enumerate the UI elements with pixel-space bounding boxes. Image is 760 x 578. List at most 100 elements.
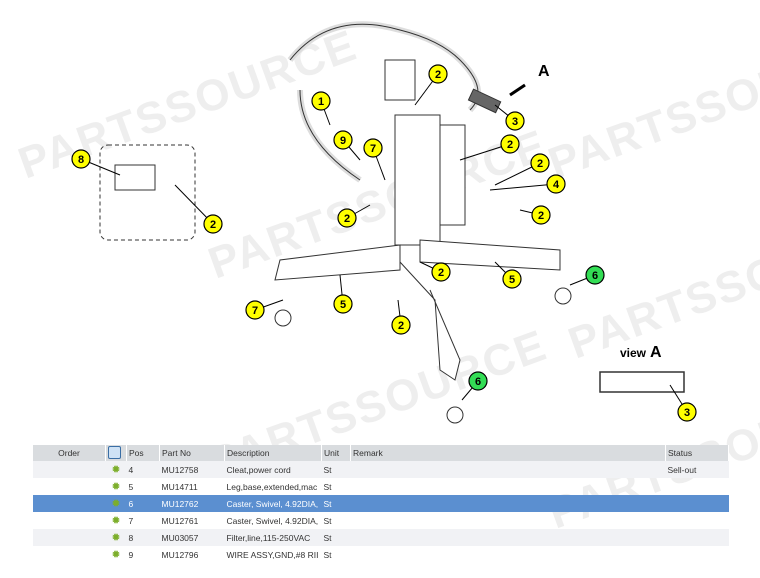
gear-icon[interactable]: ✹ — [111, 498, 121, 510]
callout-7[interactable]: 7 — [363, 138, 383, 158]
callout-3[interactable]: 3 — [677, 402, 697, 422]
callout-3[interactable]: 3 — [505, 111, 525, 131]
callout-circle[interactable] — [391, 315, 411, 335]
callout-2[interactable]: 2 — [531, 205, 551, 225]
callout-number: 2 — [507, 139, 513, 151]
table-row[interactable]: ✹ 8 MU03057 Filter,line,115-250VAC St — [33, 529, 729, 546]
callout-circle[interactable] — [311, 91, 331, 111]
order-cell[interactable] — [33, 461, 106, 478]
col-pos[interactable]: Pos — [126, 445, 160, 461]
col-part-no[interactable]: Part No — [159, 445, 225, 461]
col-status[interactable]: Status — [665, 445, 729, 461]
callout-circle[interactable] — [363, 138, 383, 158]
callout-circle[interactable] — [531, 205, 551, 225]
gear-icon[interactable]: ✹ — [111, 515, 121, 527]
callout-2[interactable]: 2 — [428, 64, 448, 84]
order-cell[interactable] — [33, 512, 106, 529]
remark-cell — [350, 461, 666, 478]
unit-cell: St — [321, 529, 351, 546]
callout-number: 2 — [438, 267, 444, 279]
col-unit[interactable]: Unit — [321, 445, 351, 461]
cell-gear[interactable]: ✹ — [105, 495, 127, 512]
callout-2[interactable]: 2 — [431, 262, 451, 282]
callout-2[interactable]: 2 — [203, 214, 223, 234]
status-cell — [666, 546, 729, 563]
order-cell[interactable] — [33, 529, 106, 546]
part-no-cell: MU03057 — [159, 529, 225, 546]
order-cell[interactable] — [33, 546, 106, 563]
callout-number: 5 — [509, 274, 515, 286]
cell-gear[interactable]: ✹ — [106, 478, 127, 495]
callout-circle[interactable] — [431, 262, 451, 282]
table-header: Order Pos Part No Description Unit Remar… — [33, 445, 729, 461]
remark-cell — [350, 495, 666, 512]
callout-number: 1 — [318, 96, 324, 108]
col-remark[interactable]: Remark — [350, 445, 666, 461]
gear-icon[interactable]: ✹ — [111, 464, 121, 476]
callout-number: 5 — [340, 299, 346, 311]
callout-2[interactable]: 2 — [337, 208, 357, 228]
gear-icon[interactable]: ✹ — [111, 532, 121, 544]
table-row[interactable]: ✹ 6 MU12762 Caster, Swivel, 4.92DIA, St — [33, 495, 729, 512]
cell-gear[interactable]: ✹ — [106, 546, 127, 563]
callout-circle[interactable] — [333, 130, 353, 150]
description-cell: Cleat,power cord — [224, 461, 322, 478]
callout-circle[interactable] — [337, 208, 357, 228]
description-cell: Caster, Swivel, 4.92DIA, — [226, 515, 319, 526]
callout-circle[interactable] — [677, 402, 697, 422]
view-letter: A — [650, 344, 662, 361]
callout-circle[interactable] — [468, 371, 488, 391]
col-description[interactable]: Description — [224, 445, 322, 461]
pos-cell: 5 — [128, 481, 134, 492]
callout-circle[interactable] — [505, 111, 525, 131]
table-row[interactable]: ✹ 5 MU14711 Leg,base,extended,mac St — [33, 478, 729, 495]
callout-circle[interactable] — [585, 265, 605, 285]
gear-icon[interactable]: ✹ — [111, 481, 121, 493]
callout-1[interactable]: 1 — [311, 91, 331, 111]
callout-number: 2 — [210, 219, 216, 231]
callout-circle[interactable] — [428, 64, 448, 84]
callout-circle[interactable] — [333, 294, 353, 314]
callout-5[interactable]: 5 — [333, 294, 353, 314]
pos-cell: 6 — [126, 495, 160, 512]
table-row[interactable]: ✹ 9 MU12796 WIRE ASSY,GND,#8 RII St — [33, 546, 729, 563]
unit-cell: St — [323, 481, 332, 492]
cell-gear[interactable]: ✹ — [106, 512, 127, 529]
callout-7[interactable]: 7 — [245, 300, 265, 320]
unit-cell: St — [321, 461, 351, 478]
callout-circle[interactable] — [502, 269, 522, 289]
gear-icon[interactable]: ✹ — [111, 549, 121, 561]
callout-circle[interactable] — [546, 174, 566, 194]
pos-cell: 9 — [128, 549, 134, 560]
order-cell[interactable] — [33, 495, 106, 512]
remark-cell — [351, 478, 666, 495]
callout-2[interactable]: 2 — [530, 153, 550, 173]
callout-circle[interactable] — [500, 134, 520, 154]
callout-6[interactable]: 6 — [468, 371, 488, 391]
col-order[interactable]: Order — [33, 445, 106, 461]
description-cell: Leg,base,extended,mac — [226, 481, 318, 492]
pos-cell: 4 — [126, 461, 160, 478]
callout-circle[interactable] — [71, 149, 91, 169]
callout-number: 6 — [475, 376, 481, 388]
callout-2[interactable]: 2 — [391, 315, 411, 335]
callout-8[interactable]: 8 — [71, 149, 91, 169]
description-cell: Filter,line,115-250VAC — [224, 529, 322, 546]
callout-5[interactable]: 5 — [502, 269, 522, 289]
callout-number: 7 — [370, 143, 376, 155]
order-cell[interactable] — [33, 478, 106, 495]
callout-4[interactable]: 4 — [546, 174, 566, 194]
callout-circle[interactable] — [245, 300, 265, 320]
table-row[interactable]: ✹ 4 MU12758 Cleat,power cord St Sell-out — [33, 461, 729, 478]
col-config[interactable] — [105, 445, 127, 461]
callout-circle[interactable] — [203, 214, 223, 234]
column-config-icon[interactable] — [108, 445, 121, 459]
callout-9[interactable]: 9 — [333, 130, 353, 150]
callout-2[interactable]: 2 — [500, 134, 520, 154]
callout-circle[interactable] — [530, 153, 550, 173]
callout-6[interactable]: 6 — [585, 265, 605, 285]
cell-gear[interactable]: ✹ — [105, 529, 127, 546]
cell-gear[interactable]: ✹ — [105, 461, 127, 478]
table-row[interactable]: ✹ 7 MU12761 Caster, Swivel, 4.92DIA, St — [33, 512, 729, 529]
